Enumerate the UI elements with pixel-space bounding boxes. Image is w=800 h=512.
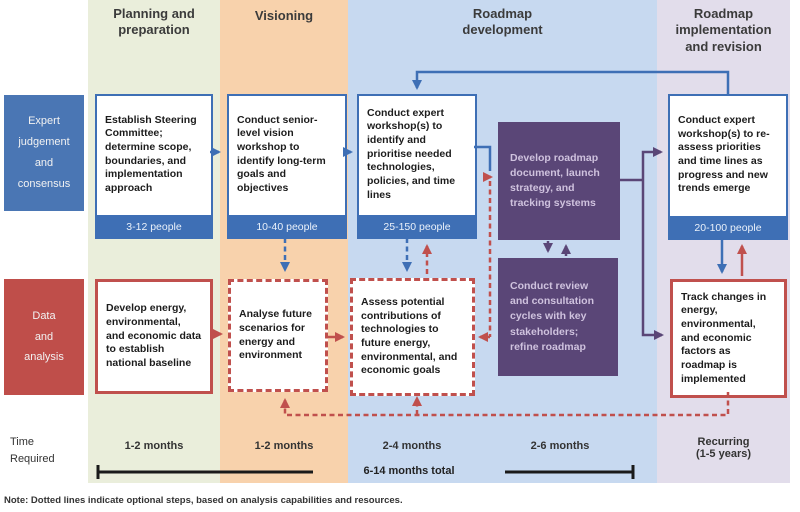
time-label-development-a: 2-4 months <box>382 440 442 452</box>
box-vision-workshop: Conduct senior-level vision workshop to … <box>227 94 347 239</box>
people-badge-establish: 3-12 people <box>95 215 213 239</box>
box-assess-potential-contributions: Assess potential contributions of techno… <box>350 278 475 396</box>
column-header-development: Roadmap development <box>462 6 543 38</box>
box-text: Develop roadmap document, launch strateg… <box>510 151 600 210</box>
time-label-planning: 1-2 months <box>124 440 184 452</box>
box-text: Assess potential contributions of techno… <box>361 296 458 377</box>
people-badge-vision: 10-40 people <box>227 215 347 239</box>
box-establish-steering-committee: Establish Steering Committee; determine … <box>95 94 213 239</box>
column-header-planning: Planning and preparation <box>113 6 195 38</box>
time-label-implementation: Recurring (1-5 years) <box>695 436 752 460</box>
box-text: Conduct expert workshop(s) to identify a… <box>367 106 456 201</box>
column-band-implementation <box>657 0 790 483</box>
box-track-changes: Track changes in energy, environmental, … <box>670 279 787 398</box>
box-text: Establish Steering Committee; determine … <box>105 113 197 194</box>
box-text: Analyse future scenarios for energy and … <box>239 308 312 362</box>
column-header-visioning: Visioning <box>254 8 314 23</box>
row-label-time-required: Time Required <box>10 436 55 465</box>
box-text: Conduct senior-level vision workshop to … <box>237 113 326 194</box>
row-label-data-analysis: Data and analysis <box>4 279 84 395</box>
box-develop-roadmap-document: Develop roadmap document, launch strateg… <box>498 122 620 240</box>
box-text: Track changes in energy, environmental, … <box>681 290 767 385</box>
footnote: Note: Dotted lines indicate optional ste… <box>4 495 403 506</box>
box-analyse-future-scenarios: Analyse future scenarios for energy and … <box>228 279 328 392</box>
box-expert-workshop-reassess: Conduct expert workshop(s) to re-assess … <box>668 94 788 240</box>
time-label-development-b: 2-6 months <box>530 440 590 452</box>
box-develop-baseline-data: Develop energy, environmental, and econo… <box>95 279 213 394</box>
row-label-expert-judgement: Expert judgement and consensus <box>4 95 84 211</box>
box-text: Conduct expert workshop(s) to re-assess … <box>678 114 770 195</box>
column-band-visioning <box>220 0 348 483</box>
time-label-visioning: 1-2 months <box>254 440 314 452</box>
box-text: Develop energy, environmental, and econo… <box>106 302 202 369</box>
people-badge-reassess: 20-100 people <box>668 216 788 240</box>
column-band-planning <box>88 0 220 483</box>
box-review-consultation-cycles: Conduct review and consultation cycles w… <box>498 258 618 376</box>
timeline-total-label: 6-14 months total <box>363 465 455 477</box>
people-badge-expert-workshop: 25-150 people <box>357 215 477 239</box>
column-header-implementation: Roadmap implementation and revision <box>675 6 772 54</box>
column-band-development <box>348 0 657 483</box>
box-text: Conduct review and consultation cycles w… <box>510 279 594 353</box>
box-expert-workshop-identify: Conduct expert workshop(s) to identify a… <box>357 94 477 239</box>
